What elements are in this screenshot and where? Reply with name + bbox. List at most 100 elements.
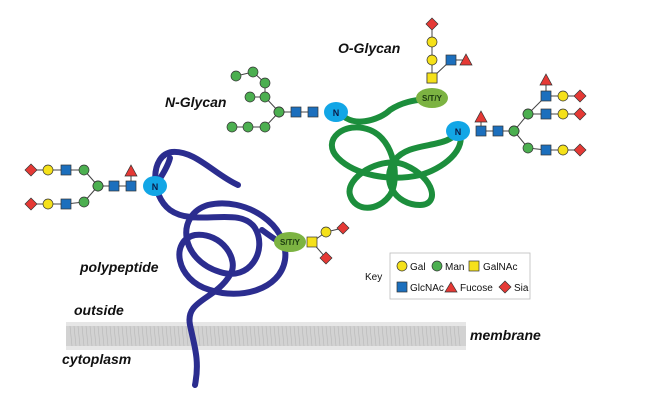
glcnac-residue-icon (108, 180, 120, 192)
lipid-stroke (413, 325, 417, 347)
asn-site-top-marker (324, 102, 348, 122)
glcnac-residue-icon (540, 90, 552, 102)
man-residue-icon (522, 108, 534, 120)
legend-item-man: Man (431, 260, 464, 273)
membrane-edge-bottom (66, 346, 466, 350)
glycan-bonds (31, 24, 580, 259)
lipid-stroke (233, 325, 237, 347)
lipid-stroke (389, 325, 393, 347)
legend-item-glcnac: GlcNAc (396, 281, 444, 294)
man-residue-icon (230, 70, 242, 82)
fucose-residue-icon (539, 73, 553, 86)
lipid-stroke (385, 325, 389, 347)
lipid-stroke (437, 325, 441, 347)
lipid-stroke (405, 325, 409, 347)
sia-residue-icon (573, 107, 587, 121)
lipid-stroke (261, 325, 265, 347)
lipid-stroke (229, 325, 233, 347)
lipid-stroke (361, 325, 365, 347)
sia-residue-icon (336, 221, 350, 235)
o-glycan-label: O-Glycan (338, 40, 400, 56)
legend-key: Key Gal Man GalNAc GlcNAc Fucose Sia (365, 252, 531, 300)
membrane-label: membrane (470, 327, 541, 343)
gal-residue-icon (557, 108, 569, 120)
gal-residue-icon (42, 164, 54, 176)
asn-site-left-marker (143, 176, 167, 196)
lipid-stroke (333, 325, 337, 347)
lipid-stroke (93, 325, 97, 347)
lipid-stroke (89, 325, 93, 347)
glcnac-residue-icon (540, 108, 552, 120)
ser-site-green-marker (416, 88, 448, 108)
lipid-stroke (277, 325, 281, 347)
galnac-residue-icon (426, 72, 438, 84)
lipid-stroke (317, 325, 321, 347)
sia-icon (498, 280, 512, 294)
galnac-residue-icon (306, 236, 318, 248)
lipid-stroke (177, 325, 181, 347)
lipid-stroke (97, 325, 101, 347)
lipid-stroke (141, 325, 145, 347)
glcnac-residue-icon (445, 54, 457, 66)
asn-site-left-label: N (152, 182, 159, 192)
lipid-stroke (73, 325, 77, 347)
lipid-stroke (105, 325, 109, 347)
lipid-stroke (357, 325, 361, 347)
man-residue-icon (92, 180, 104, 192)
gal-residue-icon (557, 144, 569, 156)
legend-label-man: Man (445, 262, 464, 273)
lipid-stroke (449, 325, 453, 347)
gal-residue-icon (557, 90, 569, 102)
lipid-stroke (289, 325, 293, 347)
fucose-icon (444, 281, 458, 293)
legend-label-glcnac: GlcNAc (410, 283, 444, 294)
lipid-stroke (201, 325, 205, 347)
lipid-stroke (417, 325, 421, 347)
man-residue-icon (247, 66, 259, 78)
lipid-stroke (149, 325, 153, 347)
lipid-stroke (365, 325, 369, 347)
lipid-stroke (309, 325, 313, 347)
lipid-stroke (265, 325, 269, 347)
man-icon (431, 260, 443, 272)
lipid-stroke (409, 325, 413, 347)
lipid-stroke (129, 325, 133, 347)
fucose-residue-icon (474, 110, 488, 123)
lipid-stroke (297, 325, 301, 347)
asn-site-right: N (446, 121, 470, 141)
lipid-stroke (377, 325, 381, 347)
lipid-stroke (157, 325, 161, 347)
legend-label-galnac: GalNAc (483, 262, 517, 273)
lipid-stroke (425, 325, 429, 347)
lipid-stroke (181, 325, 185, 347)
lipid-stroke (421, 325, 425, 347)
lipid-stroke (109, 325, 113, 347)
lipid-stroke (173, 325, 177, 347)
galnac-icon (468, 260, 480, 272)
lipid-stroke (329, 325, 333, 347)
ser-site-green-label: S/T/Y (422, 94, 443, 103)
lipid-stroke (101, 325, 105, 347)
man-residue-icon (226, 121, 238, 133)
glcnac-residue-icon (492, 125, 504, 137)
glycan-residues (24, 17, 587, 265)
lipid-stroke (221, 325, 225, 347)
membrane-lipid-pattern (69, 325, 461, 347)
lipid-stroke (237, 325, 241, 347)
lipid-stroke (169, 325, 173, 347)
polypeptide-label: polypeptide (79, 259, 159, 275)
man-residue-icon (259, 91, 271, 103)
glcnac-icon (396, 281, 408, 293)
fucose-residue-icon (459, 53, 473, 66)
asn-site-top-label: N (333, 108, 340, 118)
lipid-stroke (349, 325, 353, 347)
man-residue-icon (78, 164, 90, 176)
lipid-stroke (257, 325, 261, 347)
lipid-stroke (205, 325, 209, 347)
lipid-stroke (137, 325, 141, 347)
asn-site-right-marker (446, 121, 470, 141)
legend-label-fucose: Fucose (460, 283, 493, 294)
man-residue-icon (273, 106, 285, 118)
lipid-stroke (165, 325, 169, 347)
